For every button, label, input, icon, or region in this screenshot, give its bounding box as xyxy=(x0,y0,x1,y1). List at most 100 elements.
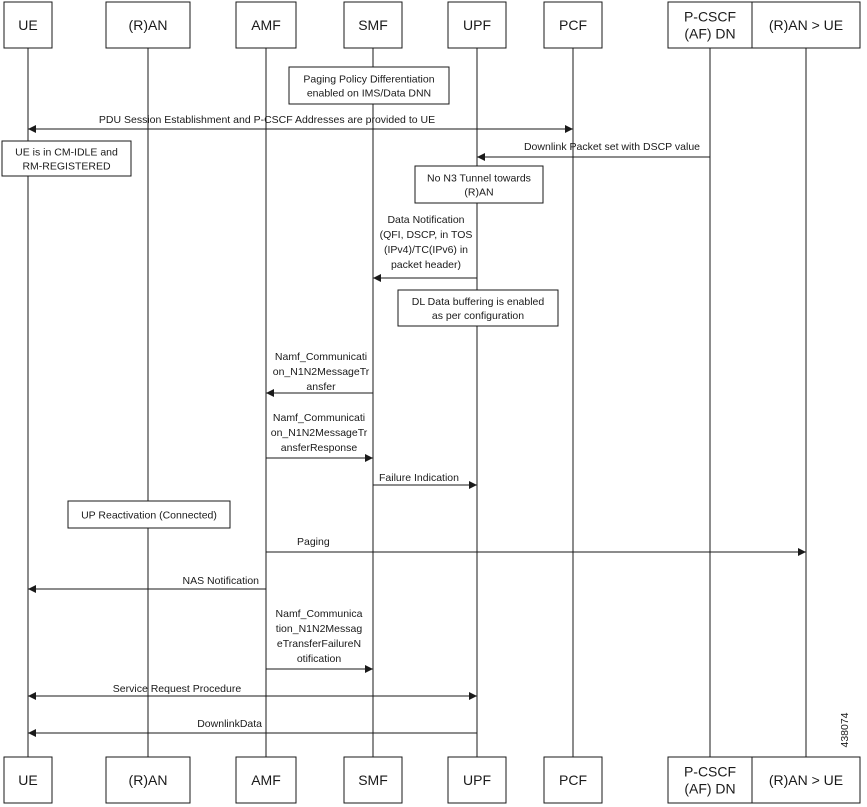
participant-label: (R)AN > UE xyxy=(769,17,843,33)
participant-box xyxy=(447,1,507,49)
note-text: enabled on IMS/Data DNN xyxy=(307,88,431,100)
participant-ran-ue-bottom: (R)AN > UE xyxy=(751,756,861,804)
participant-label: P-CSCF xyxy=(684,764,736,780)
note-text: as per configuration xyxy=(432,310,524,322)
participant-label: UPF xyxy=(463,772,491,788)
message-label: Namf_Communica xyxy=(276,608,363,620)
message-failure-indication: Failure Indication xyxy=(373,472,477,489)
participant-smf-top: SMF xyxy=(343,1,403,49)
participant-pcscf-bottom: P-CSCF(AF) DN xyxy=(667,756,753,804)
message-label: PDU Session Establishment and P-CSCF Add… xyxy=(99,114,435,126)
participant-ran-top: (R)AN xyxy=(105,1,191,49)
message-label: on_N1N2MessageTr xyxy=(271,427,368,439)
message-label: (QFI, DSCP, in TOS xyxy=(380,229,473,241)
message-label: (IPv4)/TC(IPv6) in xyxy=(384,244,468,256)
message-data-notification: Data Notification (QFI, DSCP, in TOS (IPv4… xyxy=(373,214,477,282)
note-text: Paging Policy Differentiation xyxy=(303,74,434,86)
participant-label: SMF xyxy=(358,772,388,788)
note-text: (R)AN xyxy=(464,187,493,199)
message-label: tion_N1N2Messag xyxy=(276,623,363,635)
participant-box xyxy=(751,756,861,804)
note-box xyxy=(1,140,132,177)
participant-box xyxy=(343,1,403,49)
participant-box xyxy=(105,1,191,49)
message-label: DownlinkData xyxy=(197,718,262,730)
message-paging: Paging xyxy=(266,536,806,556)
participant-ue-bottom: UE xyxy=(3,756,53,804)
participant-label: (R)AN xyxy=(129,772,168,788)
participant-box xyxy=(667,1,753,49)
message-service-request: Service Request Procedure xyxy=(28,683,477,700)
note-box xyxy=(67,500,231,529)
participant-label: SMF xyxy=(358,17,388,33)
participant-box xyxy=(667,756,753,804)
participant-label: UPF xyxy=(463,17,491,33)
message-downlink-packet: Downlink Packet set with DSCP value xyxy=(477,141,710,161)
participant-ran-bottom: (R)AN xyxy=(105,756,191,804)
note-box xyxy=(397,289,559,327)
participant-label: PCF xyxy=(559,772,587,788)
message-label: ansfer xyxy=(306,381,336,393)
participant-label: (R)AN xyxy=(129,17,168,33)
participant-label: P-CSCF xyxy=(684,9,736,25)
participant-label: AMF xyxy=(251,772,281,788)
participant-box xyxy=(235,756,297,804)
participant-upf-top: UPF xyxy=(447,1,507,49)
participant-box xyxy=(543,1,603,49)
message-n1n2-transfer-response: Namf_Communicati on_N1N2MessageTr ansferRe… xyxy=(266,412,373,462)
note-box xyxy=(414,165,544,204)
participant-label: AMF xyxy=(251,17,281,33)
message-label: on_N1N2MessageTr xyxy=(273,366,370,378)
participant-box xyxy=(751,1,861,49)
participant-box xyxy=(3,756,53,804)
message-label: Downlink Packet set with DSCP value xyxy=(524,141,700,153)
participant-pcscf-top: P-CSCF(AF) DN xyxy=(667,1,753,49)
participant-pcf-bottom: PCF xyxy=(543,756,603,804)
note-text: DL Data buffering is enabled xyxy=(412,296,545,308)
note-dl-buffering: DL Data buffering is enabled as per confi… xyxy=(397,289,559,327)
participant-smf-bottom: SMF xyxy=(343,756,403,804)
message-label: Service Request Procedure xyxy=(113,683,242,695)
message-label: NAS Notification xyxy=(183,575,260,587)
participant-amf-top: AMF xyxy=(235,1,297,49)
message-label: Failure Indication xyxy=(379,472,459,484)
participant-label: UE xyxy=(18,17,37,33)
participant-upf-bottom: UPF xyxy=(447,756,507,804)
note-text: UP Reactivation (Connected) xyxy=(81,510,217,522)
message-label: Namf_Communicati xyxy=(275,351,367,363)
note-box xyxy=(288,66,450,105)
note-no-n3: No N3 Tunnel towards (R)AN xyxy=(414,165,544,204)
participant-box xyxy=(105,756,191,804)
message-label: packet header) xyxy=(391,259,461,271)
message-pdu-session: PDU Session Establishment and P-CSCF Add… xyxy=(28,114,573,133)
participant-label: (AF) DN xyxy=(684,26,735,42)
participant-box xyxy=(543,756,603,804)
message-label: Paging xyxy=(297,536,330,548)
participant-box xyxy=(3,1,53,49)
message-n1n2-failure-notification: Namf_Communication_N1N2MessageTransferFa… xyxy=(266,608,373,673)
message-nas-notification: NAS Notification xyxy=(28,575,266,593)
message-downlink-data: DownlinkData xyxy=(28,718,477,737)
participant-label: PCF xyxy=(559,17,587,33)
message-label: Namf_Communicati xyxy=(273,412,365,424)
participant-box xyxy=(447,756,507,804)
participant-ran-ue-top: (R)AN > UE xyxy=(751,1,861,49)
figure-id-label: 438074 xyxy=(839,712,851,747)
participant-label: UE xyxy=(18,772,37,788)
participant-ue-top: UE xyxy=(3,1,53,49)
message-label: Data Notification xyxy=(387,214,464,226)
participant-box xyxy=(343,756,403,804)
participant-label: (AF) DN xyxy=(684,781,735,797)
participant-amf-bottom: AMF xyxy=(235,756,297,804)
note-text: RM-REGISTERED xyxy=(22,161,111,173)
note-text: No N3 Tunnel towards xyxy=(427,173,531,185)
note-text: UE is in CM-IDLE and xyxy=(15,147,118,159)
message-label: ansferResponse xyxy=(281,442,358,454)
note-paging-policy: Paging Policy Differentiation enabled on … xyxy=(288,66,450,105)
participant-box xyxy=(235,1,297,49)
participant-label: (R)AN > UE xyxy=(769,772,843,788)
message-label: otification xyxy=(297,653,342,665)
